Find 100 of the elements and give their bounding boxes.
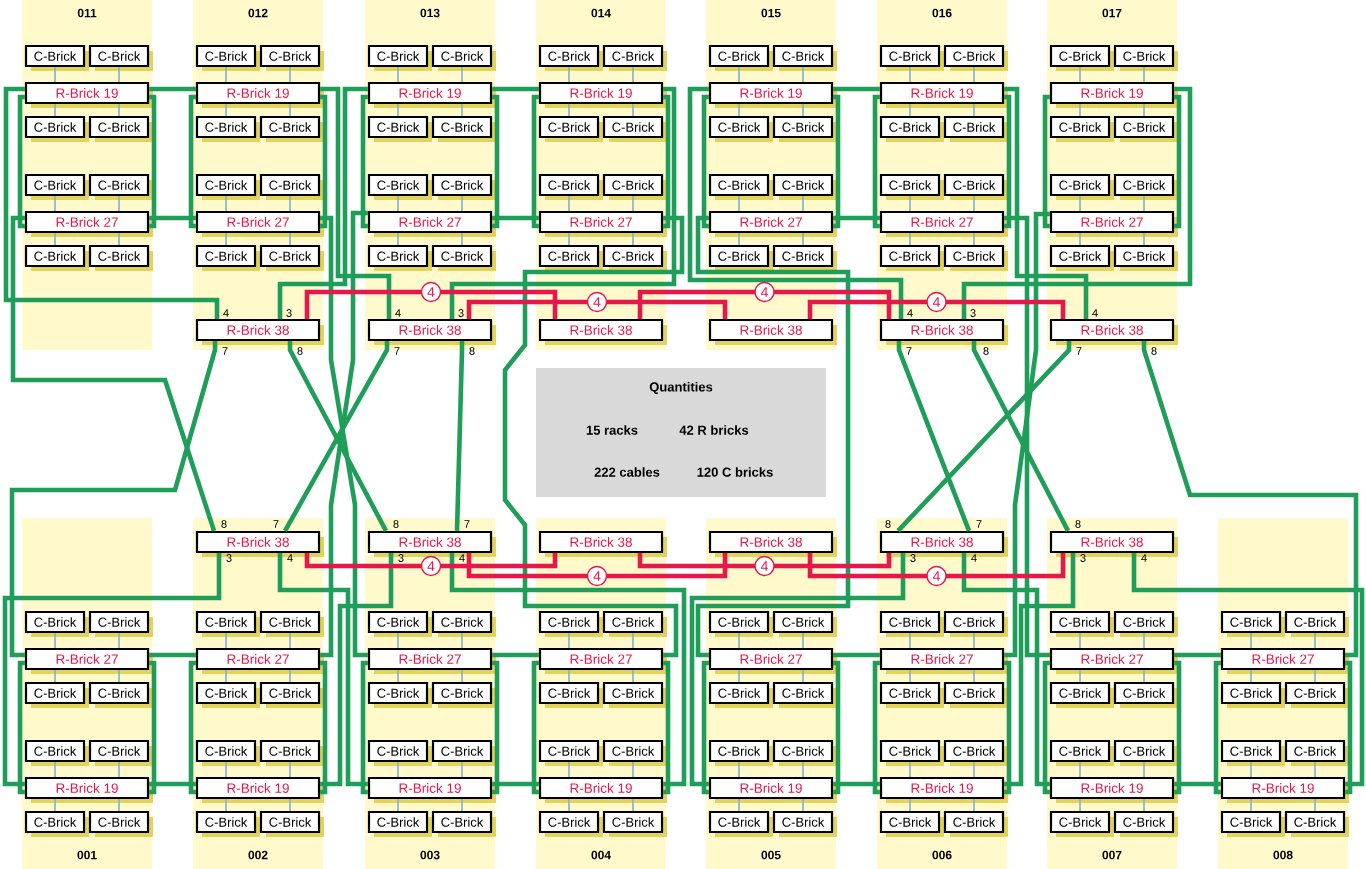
c-brick-box: C-Brick bbox=[879, 810, 944, 837]
c-brick-box: C-Brick bbox=[772, 610, 837, 637]
c-brick-box: C-Brick bbox=[431, 739, 496, 766]
link-line bbox=[289, 632, 291, 649]
port-number: 7 bbox=[394, 347, 400, 355]
link-line bbox=[802, 195, 804, 212]
c-brick-box: C-Brick bbox=[1049, 115, 1114, 142]
c-brick-box: C-Brick bbox=[708, 810, 773, 837]
port-number: 7 bbox=[976, 520, 982, 528]
r-brick-box: R-Brick 27 bbox=[195, 647, 324, 674]
r-brick-box: R-Brick 27 bbox=[708, 647, 837, 674]
cable bbox=[1345, 660, 1353, 795]
cable bbox=[17, 660, 25, 795]
cable bbox=[149, 652, 196, 658]
link-line bbox=[1143, 669, 1145, 683]
link-line bbox=[54, 761, 56, 778]
c-brick-box: C-Brick bbox=[259, 115, 324, 142]
c-brick-box: C-Brick bbox=[1284, 810, 1349, 837]
r-brick-box: R-Brick 27 bbox=[195, 210, 324, 237]
port-number: 3 bbox=[286, 309, 292, 317]
link-line bbox=[1143, 632, 1145, 649]
c-brick-box: C-Brick bbox=[195, 244, 260, 271]
cable bbox=[492, 86, 539, 92]
r-brick-box: R-Brick 19 bbox=[1049, 81, 1178, 108]
c-brick-box: C-Brick bbox=[538, 610, 603, 637]
c-brick-box: C-Brick bbox=[1113, 681, 1178, 708]
c-brick-box: C-Brick bbox=[195, 173, 260, 200]
r-brick-box: R-Brick 19 bbox=[195, 81, 324, 108]
cable bbox=[531, 660, 539, 795]
c-brick-box: C-Brick bbox=[602, 44, 667, 71]
c-brick-box: C-Brick bbox=[772, 115, 837, 142]
c-brick-box: C-Brick bbox=[1220, 610, 1285, 637]
c-brick-box: C-Brick bbox=[195, 115, 260, 142]
link-line bbox=[1079, 103, 1081, 117]
cable bbox=[961, 553, 1050, 787]
port-number: 3 bbox=[970, 309, 976, 317]
cable bbox=[1174, 781, 1221, 787]
cable bbox=[360, 94, 368, 229]
c-brick-box: C-Brick bbox=[259, 173, 324, 200]
cable bbox=[502, 215, 685, 658]
c-brick-box: C-Brick bbox=[879, 610, 944, 637]
link-line bbox=[225, 103, 227, 117]
link-line bbox=[461, 232, 463, 246]
port-number: 3 bbox=[1080, 554, 1086, 562]
cable bbox=[1004, 94, 1012, 229]
cable bbox=[701, 660, 709, 795]
link-line bbox=[397, 195, 399, 212]
link-line bbox=[568, 66, 570, 83]
link-line bbox=[738, 761, 740, 778]
c-brick-box: C-Brick bbox=[24, 244, 89, 271]
cable bbox=[320, 86, 392, 319]
link-line bbox=[1314, 632, 1316, 649]
cable bbox=[1131, 553, 1365, 787]
c-brick-box: C-Brick bbox=[708, 244, 773, 271]
c-brick-box: C-Brick bbox=[259, 44, 324, 71]
c-brick-box: C-Brick bbox=[772, 244, 837, 271]
cable bbox=[492, 215, 539, 221]
r-brick-box: R-Brick 27 bbox=[879, 647, 1008, 674]
r-brick-box: R-Brick 19 bbox=[708, 776, 837, 803]
link-line bbox=[632, 761, 634, 778]
c-brick-box: C-Brick bbox=[431, 610, 496, 637]
cable bbox=[10, 215, 217, 532]
link-line bbox=[118, 195, 120, 212]
c-brick-box: C-Brick bbox=[879, 739, 944, 766]
link-line bbox=[1079, 66, 1081, 83]
c-brick-box: C-Brick bbox=[195, 739, 260, 766]
c-brick-box: C-Brick bbox=[1049, 810, 1114, 837]
c-brick-box: C-Brick bbox=[708, 44, 773, 71]
c-brick-box: C-Brick bbox=[259, 810, 324, 837]
link-line bbox=[1079, 761, 1081, 778]
link-line bbox=[54, 195, 56, 212]
c-brick-box: C-Brick bbox=[195, 44, 260, 71]
link-line bbox=[1079, 232, 1081, 246]
cable bbox=[531, 94, 539, 229]
r-brick-box: R-Brick 27 bbox=[367, 210, 496, 237]
link-line bbox=[397, 669, 399, 683]
cable bbox=[971, 341, 1071, 532]
c-brick-box: C-Brick bbox=[708, 681, 773, 708]
c-brick-box: C-Brick bbox=[88, 739, 153, 766]
cable bbox=[695, 215, 851, 658]
link-line bbox=[973, 798, 975, 812]
link-line bbox=[1314, 761, 1316, 778]
link-line bbox=[225, 669, 227, 683]
link-line bbox=[973, 66, 975, 83]
link-line bbox=[1143, 761, 1145, 778]
cable bbox=[1174, 652, 1221, 658]
cable bbox=[637, 553, 892, 569]
c-brick-box: C-Brick bbox=[431, 115, 496, 142]
link-line bbox=[397, 232, 399, 246]
cable bbox=[689, 553, 906, 787]
link-line bbox=[1250, 632, 1252, 649]
r-brick-box: R-Brick 27 bbox=[1220, 647, 1349, 674]
link-line bbox=[397, 798, 399, 812]
c-brick-box: C-Brick bbox=[943, 115, 1008, 142]
link-line bbox=[632, 195, 634, 212]
c-brick-box: C-Brick bbox=[88, 810, 153, 837]
c-brick-box: C-Brick bbox=[431, 44, 496, 71]
c-brick-box: C-Brick bbox=[1113, 115, 1178, 142]
link-line bbox=[118, 66, 120, 83]
c-brick-box: C-Brick bbox=[538, 810, 603, 837]
